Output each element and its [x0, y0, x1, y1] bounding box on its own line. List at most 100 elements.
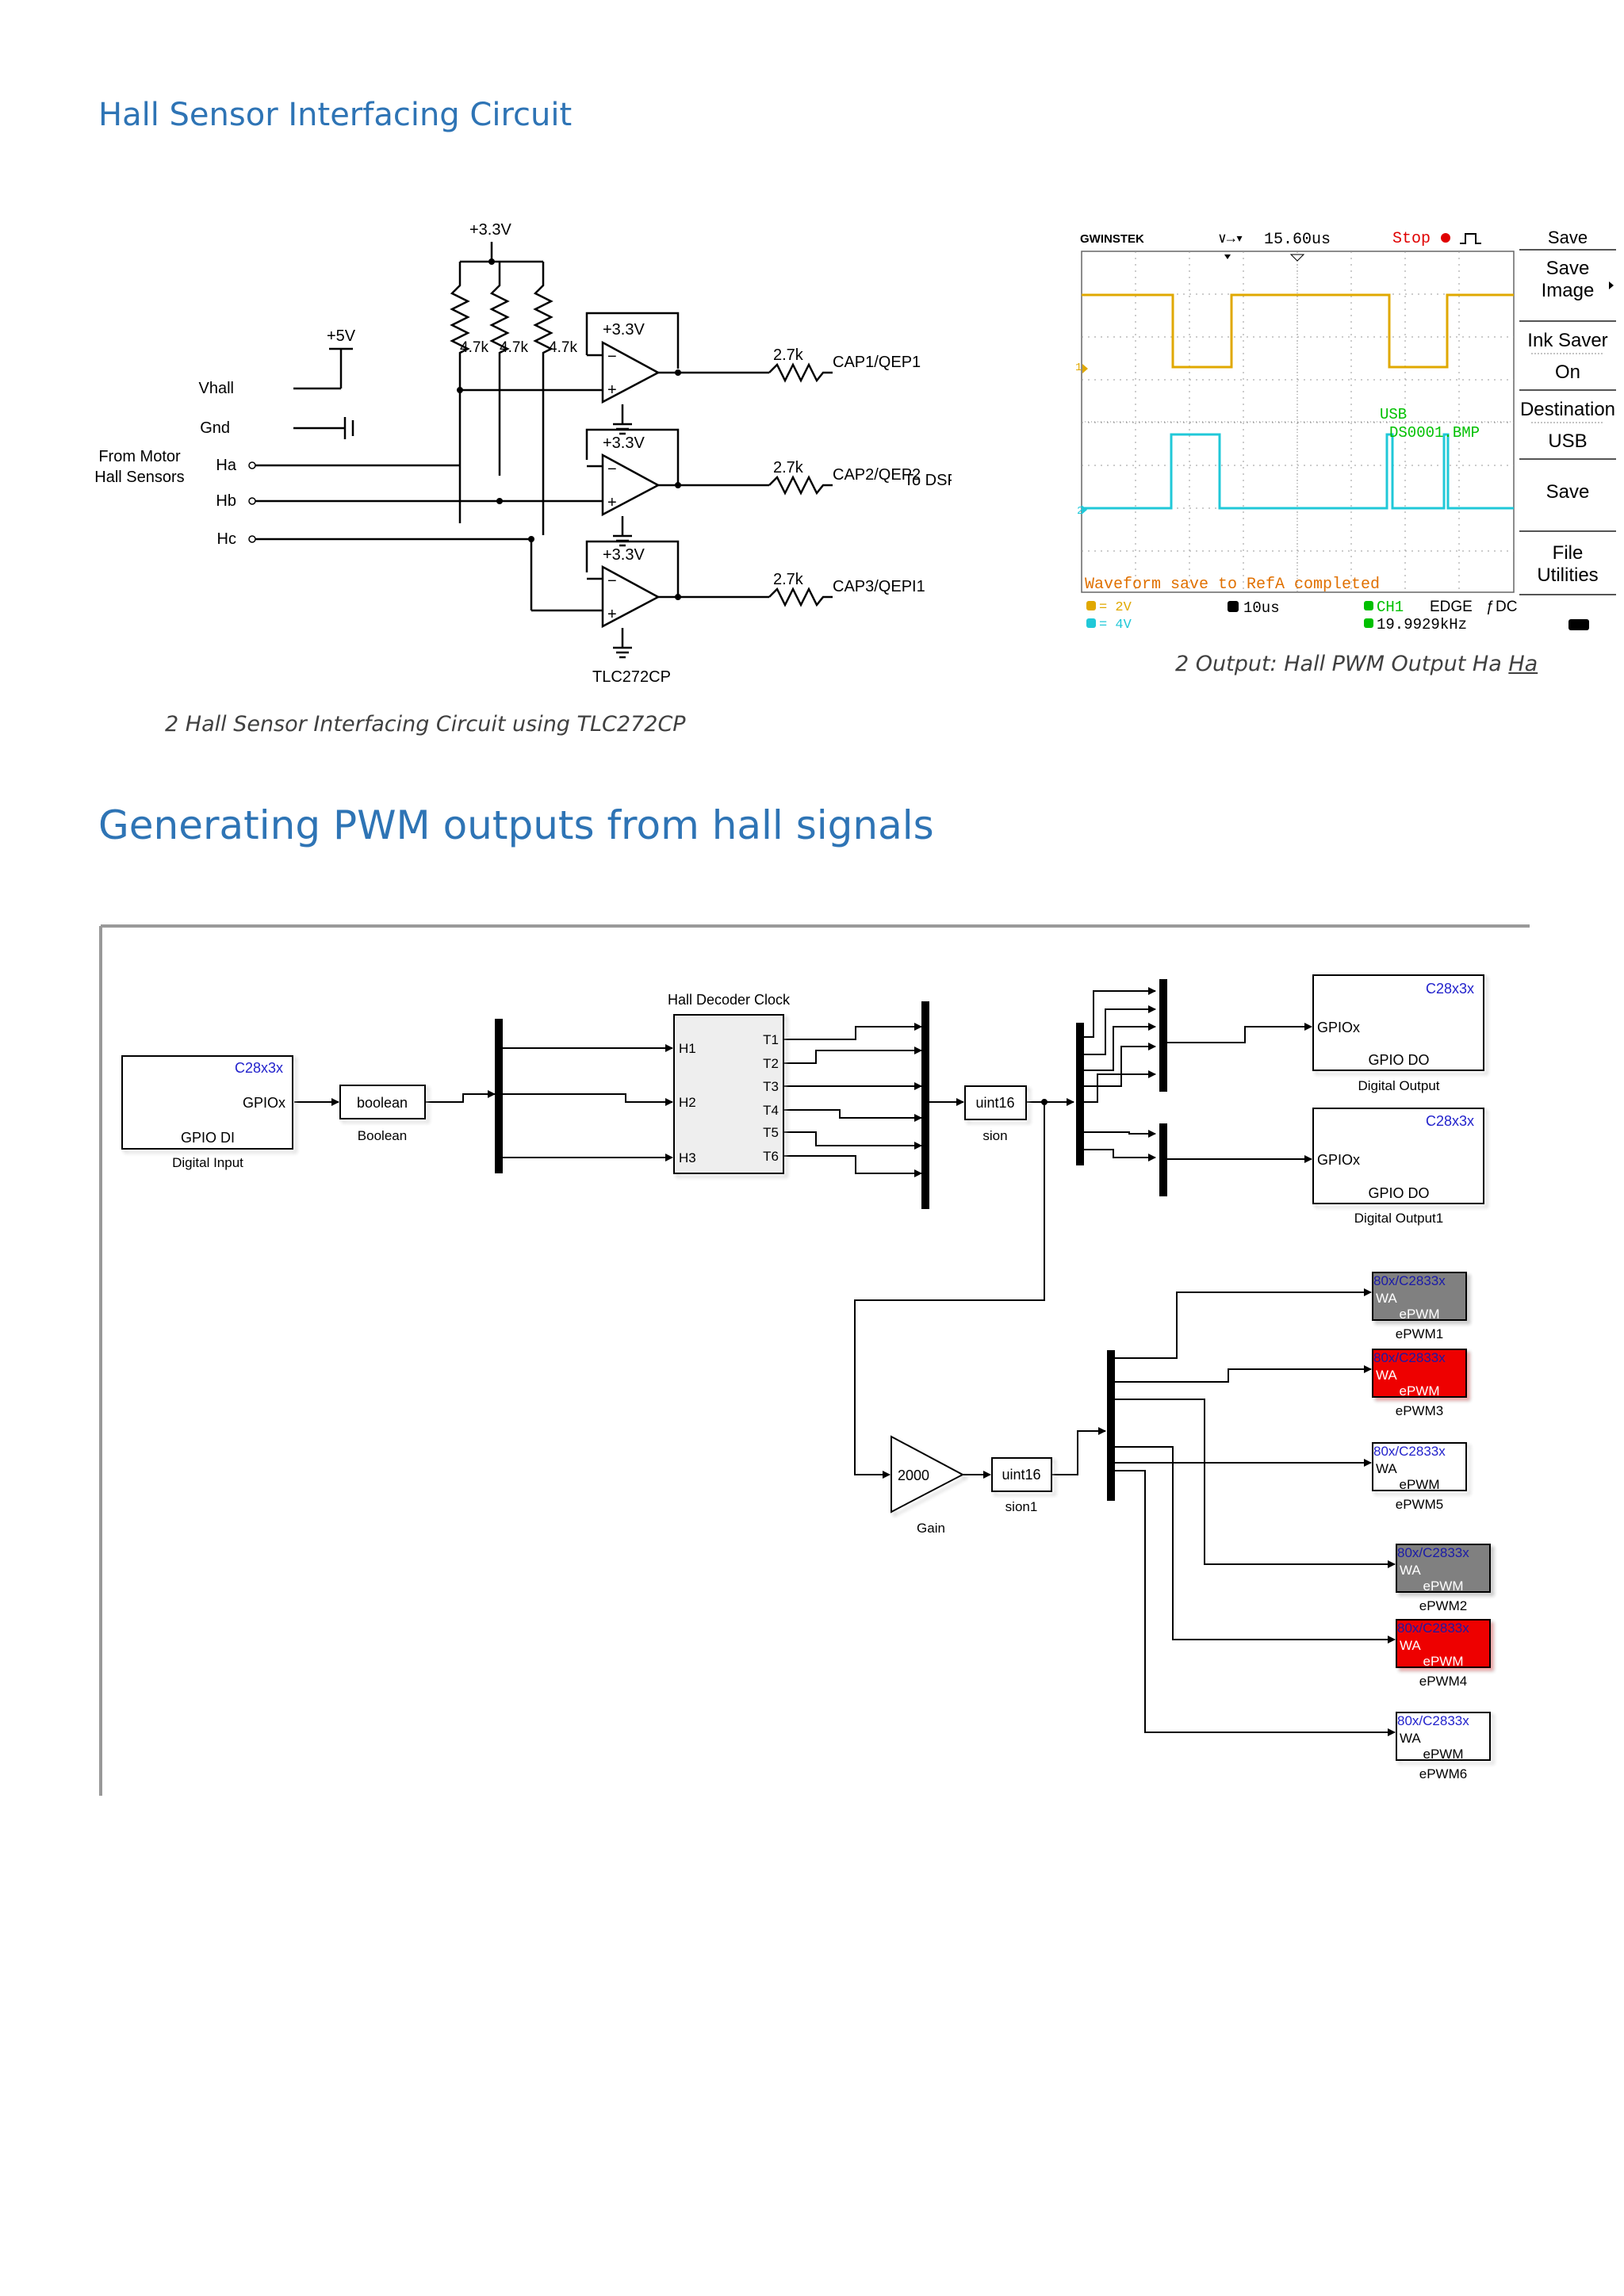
- caption-circuit: 2 Hall Sensor Interfacing Circuit using …: [165, 712, 686, 737]
- opamp3-supply: +3.3V: [603, 546, 645, 564]
- scope-menu: Save Save Image Ink Saver On Destination…: [1519, 228, 1616, 595]
- epwm-block-body: [1396, 1544, 1491, 1593]
- epwm-inner: ePWM: [1400, 1383, 1440, 1399]
- opamp3-minus: −: [607, 572, 617, 590]
- hall-input-h2: H2: [679, 1095, 696, 1110]
- chip-label: TLC272CP: [592, 668, 671, 686]
- saved-file-name: DS0001.BMP: [1389, 424, 1480, 442]
- menu-ink-saver[interactable]: Ink Saver: [1527, 330, 1607, 351]
- epwm-inner: ePWM: [1423, 1654, 1464, 1669]
- menu-file-utilities-label1[interactable]: File: [1553, 542, 1584, 564]
- epwm-block-body: [1372, 1442, 1467, 1491]
- stop-icon: [1441, 233, 1450, 243]
- series-resistor-2: 2.7k: [773, 459, 804, 476]
- epwm-block-body: [1372, 1349, 1467, 1398]
- hall-output-t5: T5: [763, 1125, 779, 1140]
- submenu-arrow-icon: [1609, 281, 1614, 289]
- boolean-block[interactable]: boolean: [339, 1085, 426, 1119]
- epwm-target: 80x/C2833x: [1397, 1621, 1469, 1636]
- ch2-waveform: [1082, 433, 1514, 510]
- epwm-port: WA: [1376, 1461, 1397, 1476]
- epwm-block-body: [1396, 1712, 1491, 1761]
- hall-input-h3: H3: [679, 1150, 696, 1165]
- epwm-target: 80x/C2833x: [1397, 1713, 1469, 1728]
- gpio-do-name: GPIO DO: [1368, 1052, 1429, 1068]
- epwm-block-body: [1372, 1272, 1467, 1321]
- menu-save[interactable]: Save: [1546, 481, 1590, 503]
- hall-interface-schematic: +3.3V +5V 4.7k 4.7k 4.7k +3.3V +3.3V +3.…: [94, 221, 952, 686]
- output-label-2: CAP2/QEP2: [833, 466, 921, 484]
- resistor-label-1: 4.7k: [460, 339, 488, 356]
- epwm-port: WA: [1376, 1368, 1397, 1383]
- epwm-inner: ePWM: [1400, 1307, 1440, 1322]
- menu-save-image-label2[interactable]: Image: [1542, 280, 1595, 301]
- hall-output-t4: T4: [763, 1103, 779, 1118]
- epwm-target: 80x/C2833x: [1397, 1545, 1469, 1560]
- gpio-do-block[interactable]: C28x3x GPIOx GPIO DO: [1312, 974, 1484, 1071]
- gpio-di-block[interactable]: C28x3x GPIOx GPIO DI: [121, 1055, 293, 1150]
- from-motor-label: From Motor: [98, 448, 181, 465]
- ch1-scale: = 2V: [1099, 600, 1132, 615]
- gpio-do1-port: GPIOx: [1317, 1152, 1360, 1168]
- gpio-di-target: C28x3x: [235, 1060, 283, 1076]
- gpio-do1-name: GPIO DO: [1368, 1185, 1429, 1201]
- hc-label: Hc: [217, 530, 236, 548]
- uint16-text: uint16: [975, 1095, 1014, 1111]
- trigger-value: 15.60us: [1264, 231, 1331, 249]
- hall-sensors-label: Hall Sensors: [94, 469, 184, 486]
- epwm-port: WA: [1400, 1731, 1421, 1746]
- status-stop: Stop: [1392, 230, 1431, 248]
- gain-block[interactable]: 2000: [891, 1435, 965, 1513]
- epwm-label: ePWM1: [1396, 1326, 1443, 1341]
- hall-decoder-title: Hall Decoder Clock: [668, 992, 791, 1008]
- uint16-convert-block[interactable]: uint16: [964, 1085, 1027, 1120]
- resistor-label-3: 4.7k: [549, 339, 577, 356]
- gpio-do1-block[interactable]: C28x3x GPIOx GPIO DO: [1312, 1108, 1484, 1204]
- epwm-target: 80x/C2833x: [1373, 1273, 1446, 1288]
- menu-ink-saver-value[interactable]: On: [1555, 362, 1580, 383]
- mux-bar-1: [921, 1001, 929, 1209]
- hall-output-t1: T1: [763, 1032, 779, 1047]
- trigger-mode: EDGE: [1430, 599, 1473, 615]
- opamp3-plus: +: [607, 606, 617, 623]
- uint16-1-text: uint16: [1002, 1467, 1040, 1483]
- menu-destination[interactable]: Destination: [1520, 399, 1615, 420]
- hall-output-t2: T2: [763, 1056, 779, 1071]
- frequency-readout: 19.9929kHz: [1377, 616, 1467, 633]
- boolean-text: boolean: [357, 1095, 408, 1111]
- usb-save-label: USB: [1380, 406, 1407, 423]
- scope-brand: GWINSTEK: [1080, 232, 1144, 246]
- menu-destination-value[interactable]: USB: [1548, 430, 1587, 452]
- boolean-label: Boolean: [358, 1128, 407, 1143]
- ch1-waveform: [1082, 293, 1514, 369]
- menu-file-utilities-label2[interactable]: Utilities: [1537, 564, 1598, 586]
- gpio-do-port: GPIOx: [1317, 1020, 1360, 1035]
- simulink-model: C28x3x GPIOx GPIO DI Digital Input boole…: [99, 924, 1530, 1796]
- epwm-port: WA: [1376, 1291, 1397, 1306]
- gpio-do1-target: C28x3x: [1426, 1113, 1474, 1129]
- hall-decoder-block[interactable]: H1 H2 H3 T1 T2 T3 T4 T5 T6: [673, 1014, 784, 1174]
- ha-label: Ha: [216, 457, 236, 474]
- trigger-arrow-icon: ∨→▾: [1218, 232, 1243, 247]
- opamp1-minus: −: [607, 348, 617, 365]
- mux-bar-2: [1159, 979, 1167, 1092]
- status-message: Waveform save to RefA completed: [1085, 576, 1380, 594]
- menu-save-image-label1[interactable]: Save: [1546, 258, 1590, 279]
- hall-output-t6: T6: [763, 1149, 779, 1164]
- uint16-1-label: sion1: [1005, 1499, 1038, 1514]
- caption-scope-link[interactable]: Ha: [1508, 652, 1538, 676]
- epwm-label: ePWM6: [1419, 1766, 1467, 1781]
- opamp1-supply: +3.3V: [603, 321, 645, 339]
- supply5-label: +5V: [327, 327, 356, 345]
- uint16-convert1-block[interactable]: uint16: [991, 1457, 1052, 1492]
- epwm-target: 80x/C2833x: [1373, 1444, 1446, 1459]
- epwm-inner: ePWM: [1423, 1578, 1464, 1594]
- epwm-label: ePWM3: [1396, 1403, 1443, 1418]
- demux-bar-2: [1076, 1023, 1084, 1165]
